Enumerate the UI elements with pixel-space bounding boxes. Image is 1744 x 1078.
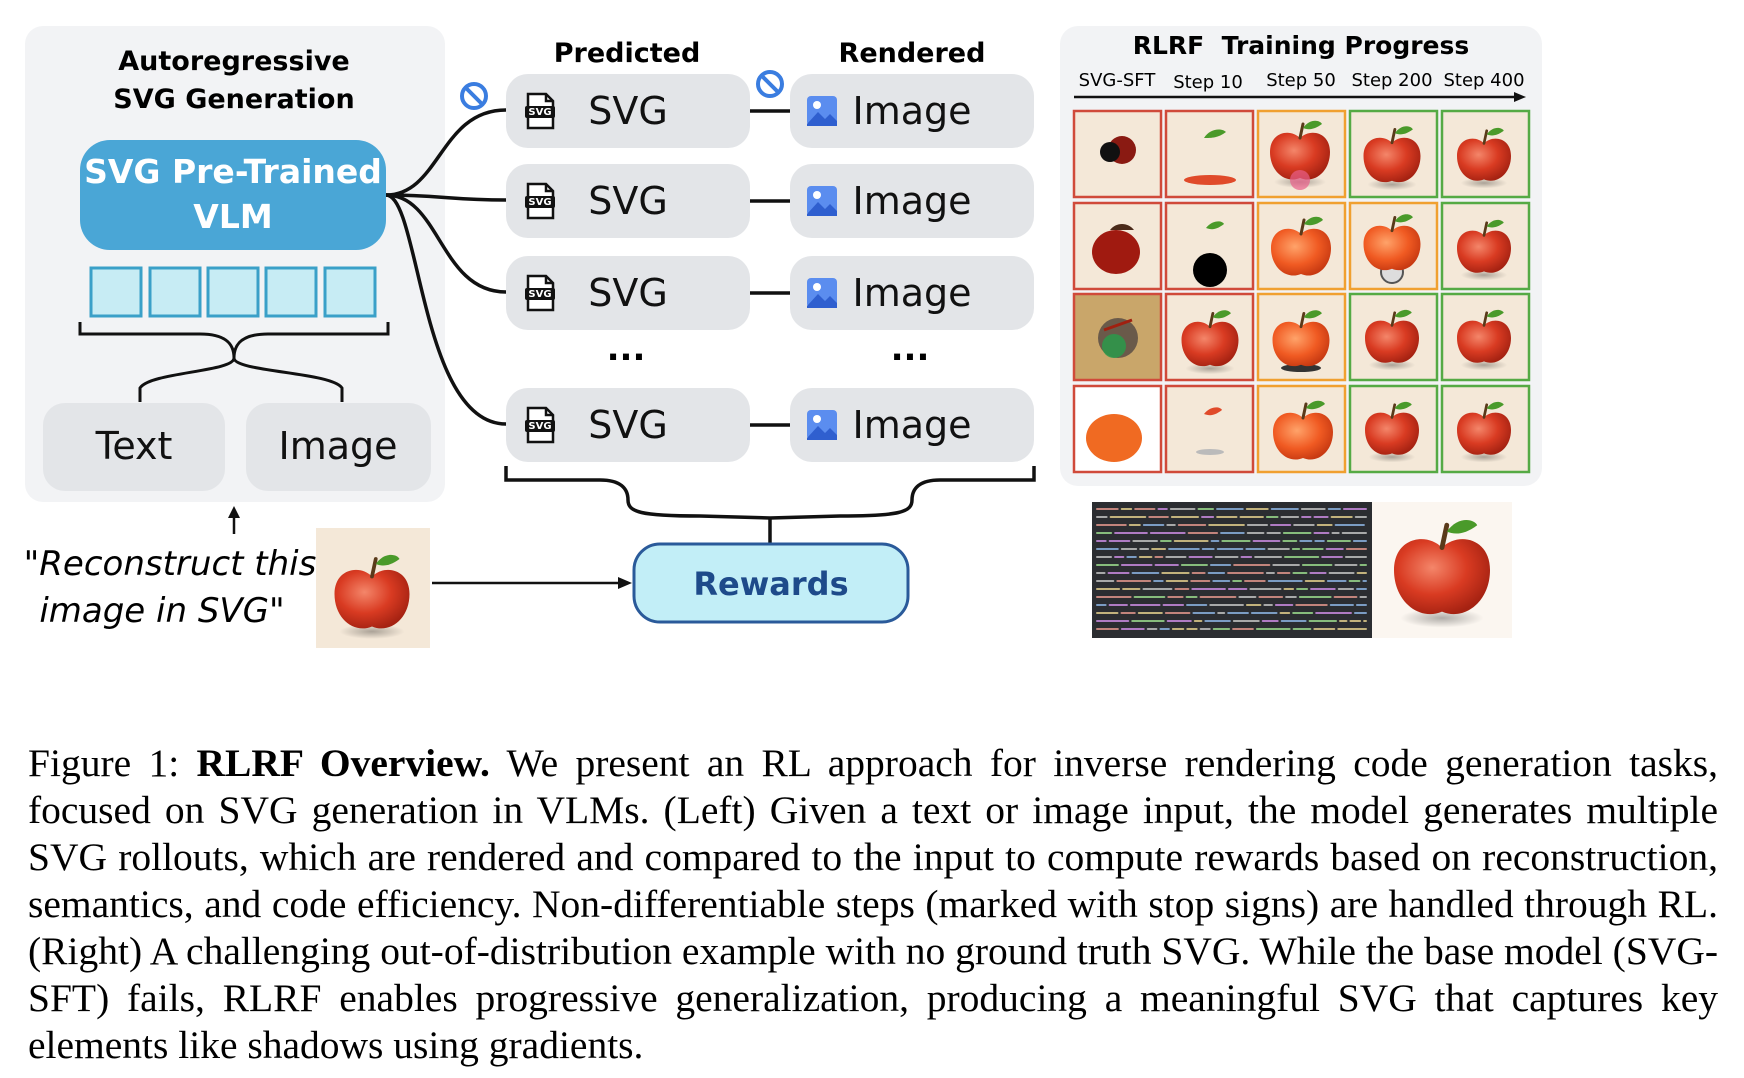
- caption-label: Figure 1:: [28, 741, 180, 785]
- grid-cell: [1164, 384, 1255, 474]
- caption-text: We present an RL approach for inverse re…: [28, 741, 1718, 1067]
- predicted-brace: [504, 466, 771, 520]
- image-pill: [790, 256, 1034, 330]
- vlm-model-label-line1: SVG Pre-Trained: [84, 152, 382, 191]
- grid-cell: [1164, 201, 1255, 291]
- image-icon: [807, 410, 837, 440]
- figure-diagram: Autoregressive SVG Generation SVG Pre-Tr…: [24, 26, 1542, 648]
- vlm-model-label-line2: VLM: [193, 197, 272, 236]
- figure-caption: Figure 1: RLRF Overview. We present an R…: [28, 740, 1718, 1069]
- rendered-brace: [769, 466, 1036, 520]
- grid-cell: [1256, 109, 1347, 199]
- image-icon: [807, 278, 837, 308]
- image-ellipsis: ...: [891, 329, 930, 369]
- svg-pill-label: SVG: [588, 179, 668, 223]
- image-pill-label: Image: [852, 403, 971, 447]
- svg-pill: [506, 164, 750, 238]
- rendered-header: Rendered: [839, 38, 986, 69]
- vlm-model-box: [80, 140, 386, 250]
- prompt-text-line2: image in SVG": [39, 591, 284, 631]
- progress-column-label: Step 10: [1173, 72, 1243, 93]
- svg-ellipsis: ...: [607, 329, 646, 369]
- brace-to-text-connector: [138, 357, 236, 402]
- grid-cell: [1348, 384, 1439, 474]
- image-pill: [790, 74, 1034, 148]
- svg-file-icon-tag: SVG: [528, 421, 551, 432]
- input-apple-image: [316, 528, 430, 648]
- token-box: [323, 266, 377, 318]
- text-input-label: Text: [95, 424, 173, 468]
- grid-cell: [1072, 292, 1163, 382]
- token-box: [206, 266, 260, 318]
- grid-cell: [1164, 292, 1255, 382]
- image-input-label: Image: [278, 424, 397, 468]
- grid-cell: [1348, 109, 1439, 199]
- token-box: [264, 266, 318, 318]
- svg-pill-label: SVG: [588, 271, 668, 315]
- image-pill: [790, 388, 1034, 462]
- progress-column-label: SVG-SFT: [1079, 70, 1157, 91]
- image-pill: [790, 164, 1034, 238]
- svg-code-snippet: [1092, 502, 1372, 638]
- rewards-label: Rewards: [693, 565, 848, 603]
- stop-sign-icon: [756, 70, 784, 98]
- grid-cell: [1072, 109, 1163, 199]
- progress-column-label: Step 50: [1266, 70, 1336, 91]
- grid-cell: [1256, 201, 1347, 291]
- rewards-box: [632, 542, 910, 624]
- grid-cell: [1440, 384, 1531, 474]
- svg-file-icon-tag: SVG: [528, 289, 551, 300]
- svg-pill: [506, 256, 750, 330]
- progress-timeline-arrow-head: [1514, 92, 1526, 102]
- grid-cell: [1164, 109, 1255, 199]
- input-to-rewards-arrow-head: [618, 577, 632, 589]
- grid-cell: [1072, 384, 1163, 474]
- token-box: [89, 266, 143, 318]
- grid-cell: [1348, 292, 1439, 382]
- grid-cell: [1348, 201, 1439, 291]
- left-panel-title-line1: Autoregressive: [118, 46, 349, 77]
- prompt-up-arrow-head: [228, 506, 240, 518]
- image-icon: [807, 186, 837, 216]
- training-progress-title: RLRF Training Progress: [1133, 31, 1470, 60]
- predicted-header: Predicted: [554, 38, 701, 69]
- image-pill-label: Image: [852, 179, 971, 223]
- grid-cell: [1440, 109, 1531, 199]
- grid-cell: [1256, 292, 1347, 382]
- progress-column-label: Step 200: [1351, 70, 1432, 91]
- svg-pill: [506, 388, 750, 462]
- brace-to-image-connector: [232, 357, 344, 402]
- vlm-to-svg-connectors: [385, 108, 507, 426]
- token-sequence: [89, 266, 377, 318]
- token-box: [148, 266, 202, 318]
- final-apple-render: [1372, 502, 1512, 638]
- image-icon: [807, 96, 837, 126]
- prompt-text-line1: "Reconstruct this: [24, 544, 317, 584]
- image-pill-label: Image: [852, 271, 971, 315]
- image-pill-label: Image: [852, 89, 971, 133]
- left-panel-title-line2: SVG Generation: [113, 84, 354, 115]
- progress-grid: [1072, 109, 1531, 474]
- grid-cell: [1440, 201, 1531, 291]
- svg-pill-label: SVG: [588, 89, 668, 133]
- grid-cell: [1256, 384, 1347, 474]
- grid-cell: [1440, 292, 1531, 382]
- svg-pill: [506, 74, 750, 148]
- stop-sign-icon: [460, 82, 488, 110]
- image-input-pill: [246, 403, 431, 491]
- svg-file-icon-tag: SVG: [528, 197, 551, 208]
- svg-pill-label: SVG: [588, 403, 668, 447]
- caption-title: RLRF Overview.: [196, 741, 490, 785]
- progress-column-label: Step 400: [1443, 70, 1524, 91]
- text-input-pill: [43, 403, 225, 491]
- grid-cell: [1072, 201, 1163, 291]
- svg-file-icon-tag: SVG: [528, 107, 551, 118]
